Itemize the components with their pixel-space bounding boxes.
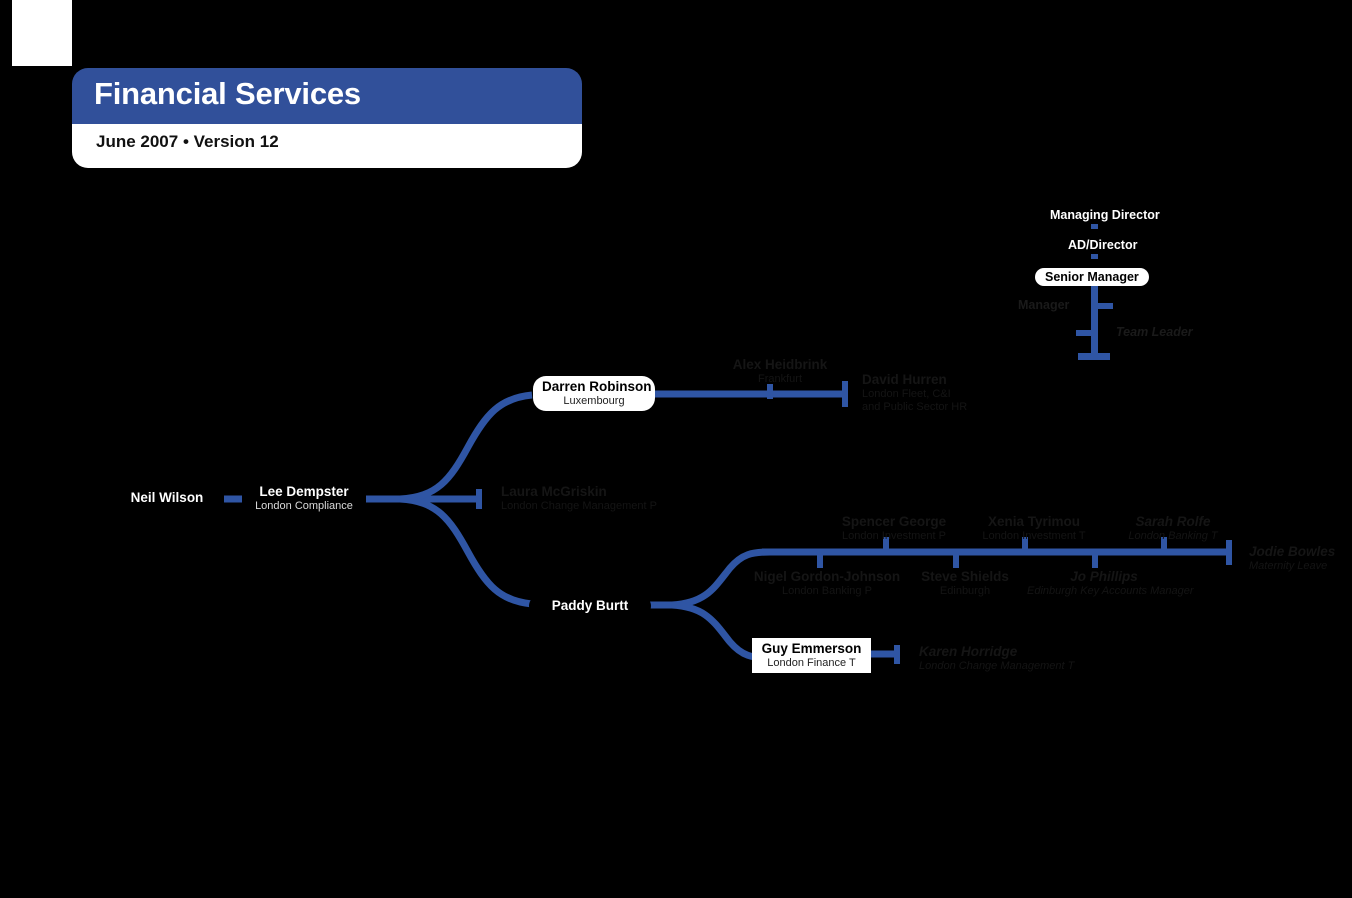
node-laura-mcgriskin-name: Laura McGriskin xyxy=(501,484,607,499)
node-alex-heidbrink-name: Alex Heidbrink xyxy=(732,357,828,372)
node-neil-wilson[interactable]: Neil Wilson xyxy=(110,487,224,509)
page-title: Financial Services xyxy=(94,76,361,111)
node-lee-dempster[interactable]: Lee Dempster London Compliance xyxy=(242,481,366,516)
title-banner: Financial Services June 2007 • Version 1… xyxy=(72,68,582,168)
node-steve-shields-role: Edinburgh xyxy=(939,584,991,597)
node-karen-horridge-name: Karen Horridge xyxy=(919,644,1018,659)
node-xenia-tyrimou-name: Xenia Tyrimou xyxy=(987,514,1081,529)
node-steve-shields[interactable]: Steve Shields Edinburgh xyxy=(903,566,1027,601)
node-sarah-rolfe-role: London Banking T xyxy=(1128,529,1218,542)
legend-base xyxy=(1078,353,1110,360)
banner-subtitle-bar xyxy=(72,124,582,168)
node-david-hurren[interactable]: David Hurren London Fleet, C&I and Publi… xyxy=(853,369,981,417)
node-jo-phillips[interactable]: Jo Phillips Edinburgh Key Accounts Manag… xyxy=(1018,566,1194,601)
node-nigel-gordon-johnson-role: London Banking P xyxy=(782,584,872,597)
node-jodie-bowles-role: Maternity Leave xyxy=(1249,559,1328,572)
node-david-hurren-name: David Hurren xyxy=(862,372,947,387)
node-nigel-gordon-johnson-name: Nigel Gordon-Johnson xyxy=(753,569,901,584)
node-steve-shields-name: Steve Shields xyxy=(921,569,1009,584)
node-sarah-rolfe-name: Sarah Rolfe xyxy=(1135,514,1211,529)
node-xenia-tyrimou-role: London Investment T xyxy=(982,529,1086,542)
node-paddy-burtt-name: Paddy Burtt xyxy=(551,598,629,613)
node-lee-dempster-name: Lee Dempster xyxy=(259,484,349,499)
legend: Managing Director AD/Director Senior Man… xyxy=(1018,195,1240,370)
legend-item-manager: Manager xyxy=(1018,296,1069,314)
node-darren-robinson-name: Darren Robinson xyxy=(542,379,652,394)
node-darren-robinson[interactable]: Darren Robinson Luxembourg xyxy=(533,376,655,411)
node-alex-heidbrink[interactable]: Alex Heidbrink Frankfurt xyxy=(712,354,848,389)
legend-spine xyxy=(1091,277,1098,357)
node-nigel-gordon-johnson[interactable]: Nigel Gordon-Johnson London Banking P xyxy=(744,566,910,601)
node-spencer-george[interactable]: Spencer George London Investment P xyxy=(823,511,965,546)
legend-item-team-leader: Team Leader xyxy=(1116,323,1193,341)
legend-label-manager: Manager xyxy=(1018,298,1070,312)
node-jo-phillips-role: Edinburgh Key Accounts Manager xyxy=(1027,584,1194,597)
legend-label-managing-director: Managing Director xyxy=(1040,206,1170,224)
legend-item-senior-manager: Senior Manager xyxy=(1035,268,1149,286)
node-sarah-rolfe[interactable]: Sarah Rolfe London Banking T xyxy=(1106,511,1240,546)
node-xenia-tyrimou[interactable]: Xenia Tyrimou London Investment T xyxy=(961,511,1107,546)
node-david-hurren-role: London Fleet, C&I and Public Sector HR xyxy=(862,387,968,413)
node-guy-emmerson-role: London Finance T xyxy=(767,656,856,669)
node-laura-mcgriskin-role: London Change Management P xyxy=(501,499,657,512)
corner-white-block xyxy=(12,0,72,66)
node-neil-wilson-name: Neil Wilson xyxy=(130,490,204,505)
node-laura-mcgriskin[interactable]: Laura McGriskin London Change Management… xyxy=(492,481,666,516)
node-jo-phillips-name: Jo Phillips xyxy=(1070,569,1138,584)
legend-item-ad-director: AD/Director xyxy=(1058,236,1148,254)
node-jodie-bowles[interactable]: Jodie Bowles Maternity Leave xyxy=(1240,541,1352,576)
node-guy-emmerson-name: Guy Emmerson xyxy=(761,641,862,656)
node-guy-emmerson[interactable]: Guy Emmerson London Finance T xyxy=(752,638,871,673)
legend-label-ad-director: AD/Director xyxy=(1058,236,1148,254)
legend-label-senior-manager: Senior Manager xyxy=(1035,268,1149,286)
node-spencer-george-name: Spencer George xyxy=(841,514,947,529)
page-subtitle: June 2007 • Version 12 xyxy=(96,132,279,151)
node-karen-horridge-role: London Change Management T xyxy=(919,659,1075,672)
banner-title-bar xyxy=(72,68,582,124)
node-lee-dempster-role: London Compliance xyxy=(255,499,353,512)
legend-label-team-leader: Team Leader xyxy=(1116,325,1193,339)
node-paddy-burtt[interactable]: Paddy Burtt xyxy=(529,595,651,617)
node-darren-robinson-role: Luxembourg xyxy=(563,394,625,407)
node-spencer-george-role: London Investment P xyxy=(842,529,946,542)
legend-tick-teamleader xyxy=(1097,303,1113,309)
node-alex-heidbrink-role: Frankfurt xyxy=(757,372,802,385)
node-jodie-bowles-name: Jodie Bowles xyxy=(1249,544,1336,559)
legend-tick-manager xyxy=(1076,330,1092,336)
node-karen-horridge[interactable]: Karen Horridge London Change Management … xyxy=(910,641,1094,676)
legend-item-managing-director: Managing Director xyxy=(1040,206,1170,224)
